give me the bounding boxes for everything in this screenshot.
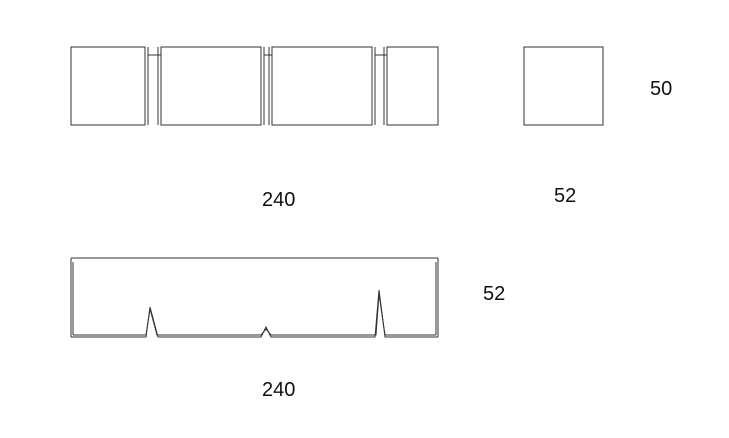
- connector-2: [260, 47, 273, 125]
- cube-height-label: 50: [650, 78, 673, 100]
- front-view-height-label: 52: [483, 283, 506, 305]
- module-center-right: [271, 46, 373, 126]
- top-view-width-label: 240: [262, 189, 296, 211]
- cube-width-label: 52: [554, 185, 577, 207]
- connector-1: [144, 47, 162, 125]
- top-view-sofa: [70, 46, 439, 126]
- cube-top-view: [523, 46, 604, 126]
- module-left: [70, 46, 146, 126]
- front-view-sofa: [70, 257, 439, 338]
- module-center-left: [160, 46, 262, 126]
- front-view-width-label: 240: [262, 379, 296, 401]
- module-right: [386, 46, 439, 126]
- connector-3: [371, 47, 388, 125]
